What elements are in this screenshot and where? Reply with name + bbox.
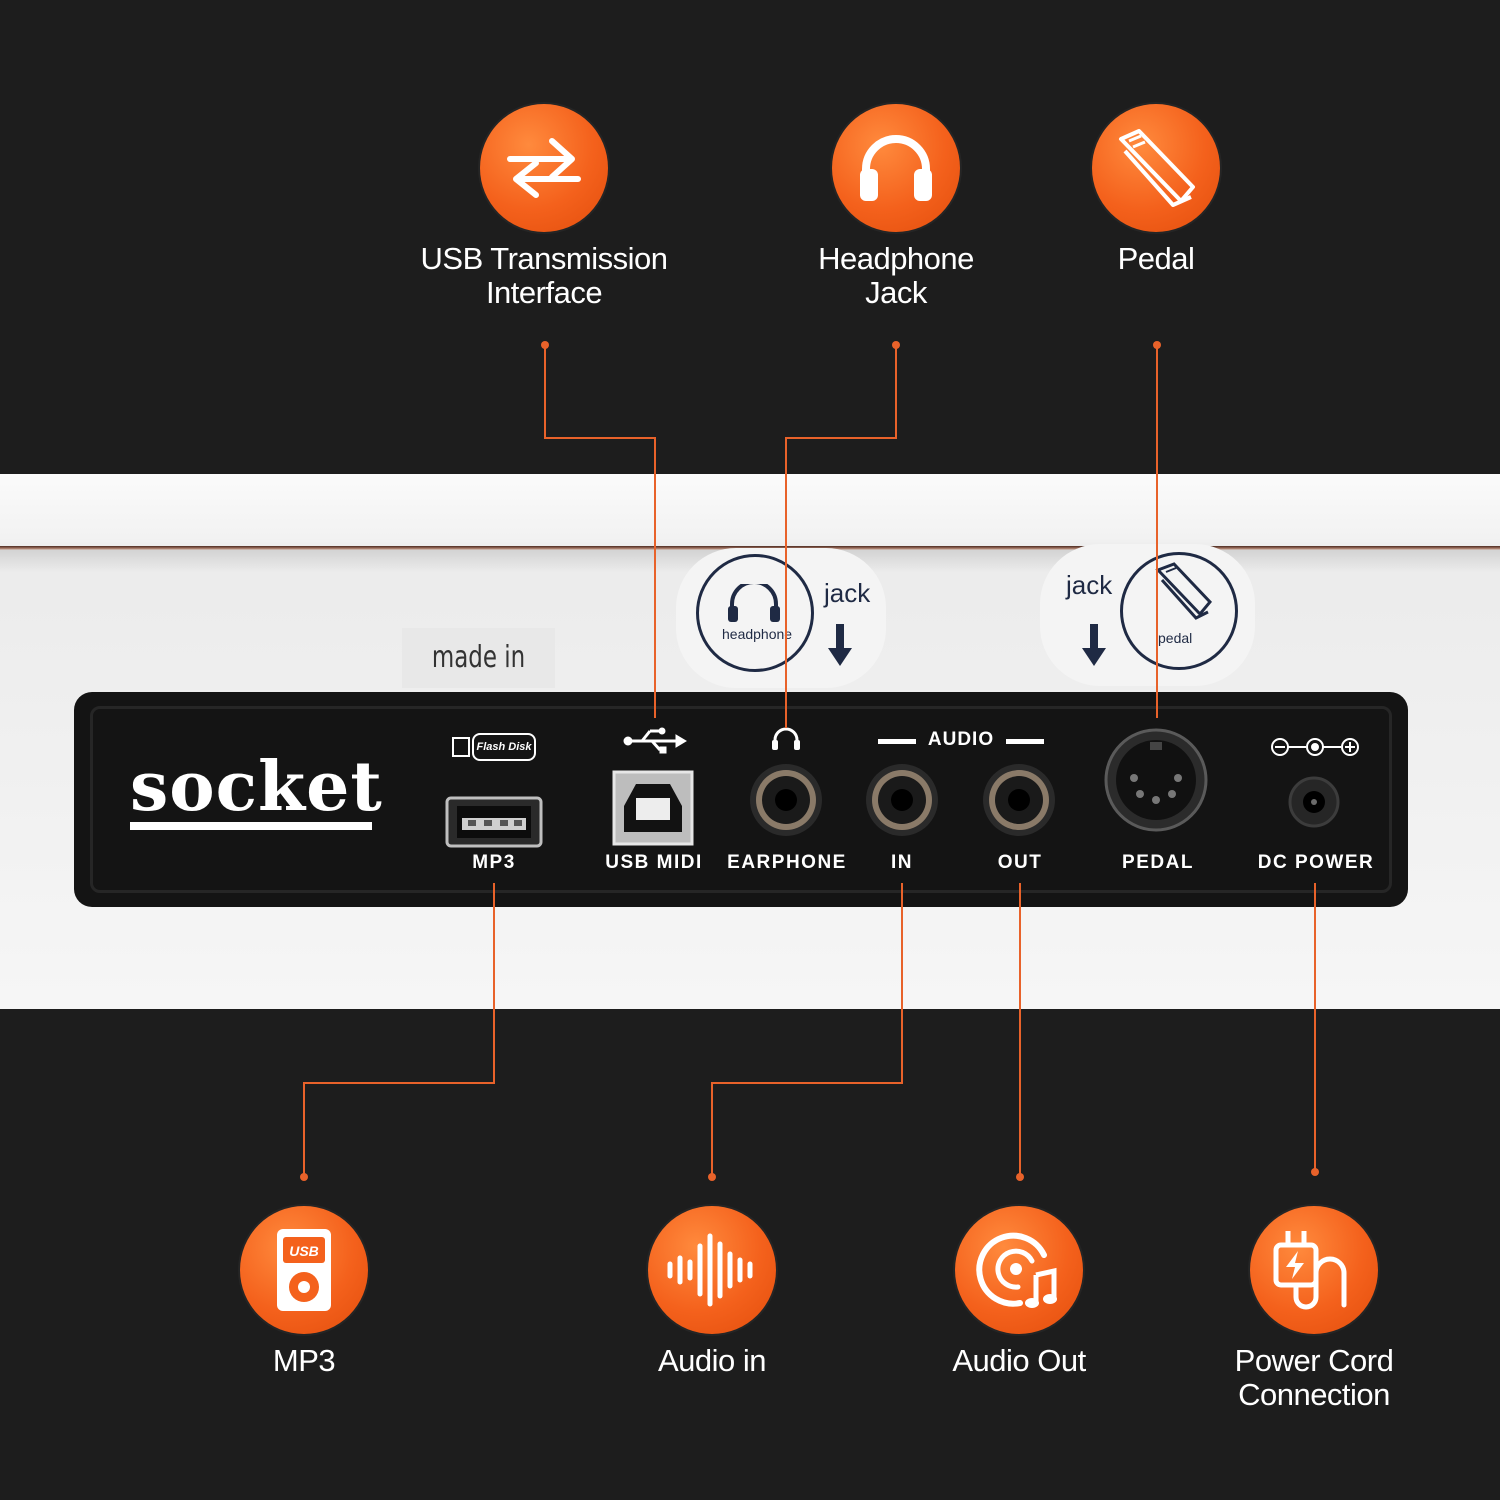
flash-disk-plug-icon [452, 737, 470, 757]
line-headphone [785, 345, 897, 728]
feature-audio-in-label: Audio in [562, 1344, 862, 1378]
audio-group-label: AUDIO [878, 729, 1044, 751]
feature-usb-badge [480, 104, 608, 232]
port-label-earphone: EARPHONE [727, 852, 847, 873]
feature-usb-label-line1: USB Transmission [420, 241, 668, 276]
line-usb [544, 345, 656, 718]
feature-audio-in-badge [648, 1206, 776, 1334]
headphone-sticker-caption: headphone [722, 626, 793, 642]
feature-headphone-label: Headphone Jack [746, 242, 1046, 310]
sustain-pedal-sticker-icon [1155, 562, 1213, 620]
feature-usb-label-line2: Interface [485, 275, 603, 310]
feature-headphone-label-line2: Jack [865, 275, 927, 310]
feature-power-label-line1: Power Cord [1234, 1343, 1394, 1378]
connector-panel-frame [90, 706, 1392, 893]
headphone-sticker-jack: jack [824, 578, 871, 608]
sound-wave-icon [667, 1233, 753, 1307]
dot-usb [541, 341, 549, 349]
port-label-mp3: MP3 [472, 852, 516, 873]
headphones-small-icon [772, 727, 800, 750]
sustain-pedal-icon [1119, 129, 1195, 207]
feature-headphone-badge [832, 104, 960, 232]
feature-mp3-label-line1: MP3 [272, 1343, 336, 1378]
socket-logo-underline [130, 822, 372, 830]
line-audio-in [711, 883, 903, 1177]
pedal-sticker-ring [1120, 552, 1238, 670]
audio-out-jack[interactable] [983, 764, 1055, 836]
dot-mp3 [300, 1173, 308, 1181]
usb-symbol-icon [623, 727, 687, 754]
feature-audio-out: Audio Out [869, 1206, 1169, 1378]
headphone-sticker-ring [696, 554, 814, 672]
feature-audio-out-label-line1: Audio Out [952, 1343, 1086, 1378]
pedal-din-socket[interactable] [1104, 728, 1208, 832]
feature-power: Power Cord Connection [1164, 1206, 1464, 1412]
feature-audio-in-label-line1: Audio in [657, 1343, 767, 1378]
line-mp3 [303, 883, 495, 1177]
pedal-sticker: jack pedal [1040, 544, 1255, 686]
feature-pedal-label-line1: Pedal [1117, 241, 1195, 276]
headphones-icon [860, 135, 932, 201]
arrow-down-icon [1082, 624, 1106, 666]
dot-headphone [892, 341, 900, 349]
feature-mp3: USB MP3 [154, 1206, 454, 1378]
port-label-dc-power: DC POWER [1257, 852, 1375, 873]
flash-disk-tag: Flash Disk [452, 733, 536, 761]
feature-audio-out-label: Audio Out [869, 1344, 1169, 1378]
flash-disk-label: Flash Disk [472, 733, 536, 761]
dot-audio-in [708, 1173, 716, 1181]
feature-usb: USB Transmission Interface [394, 104, 694, 310]
dc-power-jack[interactable] [1288, 776, 1340, 828]
disc-music-note-icon [976, 1232, 1057, 1308]
dot-power [1311, 1168, 1319, 1176]
feature-headphone: Headphone Jack [746, 104, 1046, 310]
headphone-sticker: headphone jack [676, 548, 886, 688]
feature-power-badge [1250, 1206, 1378, 1334]
charger-plug-icon [1273, 1231, 1347, 1310]
feature-headphone-label-line1: Headphone [818, 241, 974, 276]
feature-pedal-label: Pedal [1006, 242, 1306, 276]
feature-power-label: Power Cord Connection [1164, 1344, 1464, 1412]
arrows-exchange-icon [507, 138, 581, 198]
earphone-jack[interactable] [750, 764, 822, 836]
port-label-pedal: PEDAL [1122, 852, 1194, 873]
usb-mp3-player-icon: USB [277, 1229, 331, 1311]
feature-mp3-badge: USB [240, 1206, 368, 1334]
headphones-sticker-icon [728, 584, 780, 622]
arrow-down-icon [828, 624, 852, 666]
usb-b-port[interactable] [612, 770, 694, 846]
pedal-sticker-caption: pedal [1158, 630, 1193, 646]
pedal-sticker-jack: jack [1066, 570, 1113, 600]
port-label-out: OUT [997, 852, 1043, 873]
dot-audio-out [1016, 1173, 1024, 1181]
feature-audio-in: Audio in [562, 1206, 862, 1378]
usb-a-port[interactable] [445, 796, 543, 848]
feature-pedal-badge [1092, 104, 1220, 232]
feature-pedal: Pedal [1006, 104, 1306, 276]
dot-pedal [1153, 341, 1161, 349]
socket-logo: socket [130, 747, 383, 827]
feature-audio-out-badge [955, 1206, 1083, 1334]
feature-mp3-label: MP3 [154, 1344, 454, 1378]
feature-power-label-line2: Connection [1238, 1377, 1390, 1412]
feature-usb-label: USB Transmission Interface [394, 242, 694, 310]
audio-in-jack[interactable] [866, 764, 938, 836]
mp3-player-usb-text: USB [289, 1243, 319, 1259]
dc-polarity-icon [1271, 738, 1359, 756]
port-label-usb-midi: USB MIDI [605, 852, 703, 873]
port-label-in: IN [891, 852, 913, 873]
